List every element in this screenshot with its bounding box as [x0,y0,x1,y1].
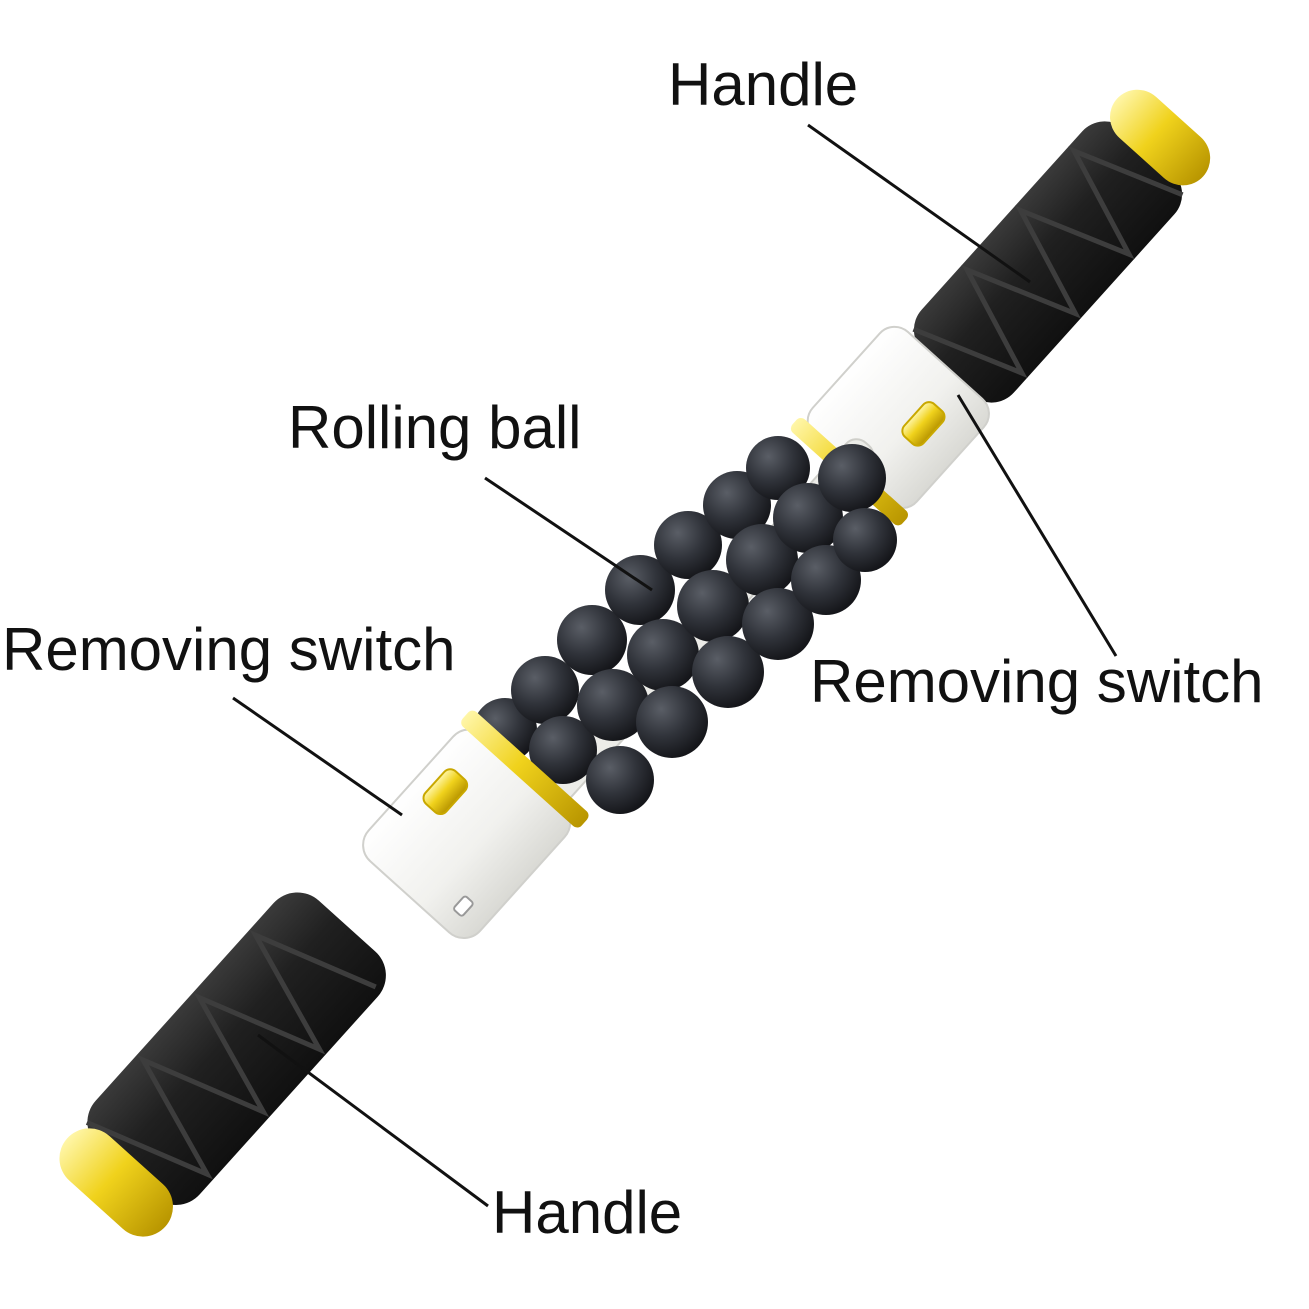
top-handle-gold-cap [1110,89,1211,186]
lower-connector-gold-ring [461,710,589,828]
handle-top-label: Handle [668,51,859,118]
rolling-ball-cluster [473,436,897,822]
rolling-ball [677,570,749,642]
rolling-ball [746,436,810,500]
rolling-ball [577,669,649,741]
leader-lines [232,123,1118,1208]
removing-switch-right-label: Removing switch [810,648,1264,715]
rolling-ball [627,619,699,691]
bottom-handle-grip [87,892,386,1205]
bottom-handle [59,892,386,1237]
leader-line-rolling-ball [484,476,653,592]
rolling-ball [654,511,722,579]
removing-switch-left [422,768,469,816]
leader-line-handle-top [807,123,1031,284]
top-handle [912,89,1211,403]
rolling-ball [773,483,843,553]
rolling-ball [818,444,886,512]
lower-connector [362,710,589,939]
handle-bottom-label: Handle [492,1179,683,1246]
rolling-ball [605,555,675,625]
rolling-ball [742,588,814,660]
rolling-ball [557,605,627,675]
rolling-ball [833,508,897,572]
removing-switch-left-label: Removing switch [2,616,456,683]
rolling-ball [726,524,798,596]
rolling-ball [692,636,764,708]
rolling-ball-label: Rolling ball [288,394,582,461]
top-handle-grip-pattern [912,145,1184,379]
rolling-ball [636,686,708,758]
bottom-handle-gold-cap [59,1128,173,1237]
bottom-handle-grip-pattern [85,929,377,1180]
rolling-ball [529,716,597,784]
leader-line-removing-switch-right [956,394,1118,657]
leader-line-handle-bottom [257,1033,489,1208]
removing-switch-right [901,401,946,447]
lower-connector-indicator [453,895,474,917]
rolling-ball [511,656,579,724]
rolling-ball [586,746,654,814]
leader-line-removing-switch-left [232,696,403,817]
